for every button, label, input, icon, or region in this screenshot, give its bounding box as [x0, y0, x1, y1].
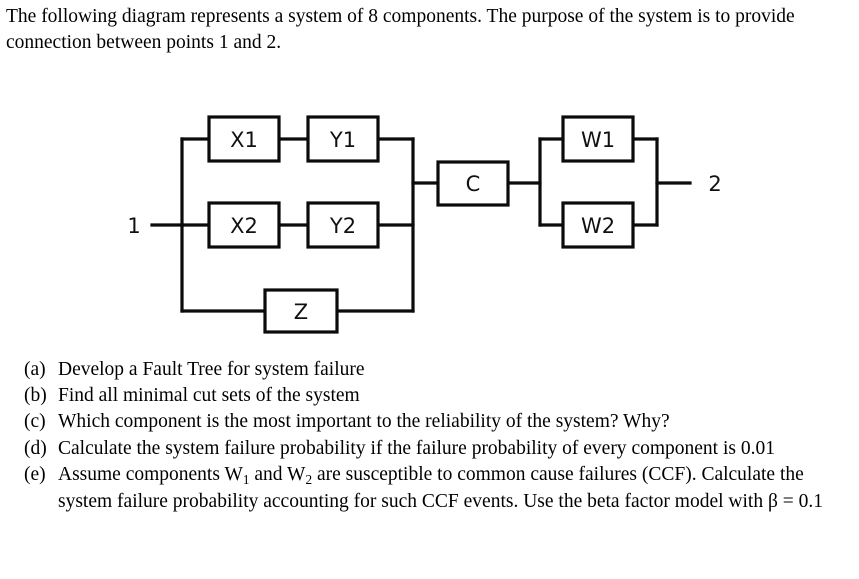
block-w1: W1: [561, 115, 635, 163]
block-c: C: [436, 160, 510, 207]
question-text-b: Find all minimal cut sets of the system: [58, 385, 360, 407]
question-e-sub-2: 2: [305, 471, 313, 487]
block-x1: X1: [207, 115, 281, 163]
question-e-sub-1: 1: [242, 471, 250, 487]
question-e-line-3: beta factor model with β = 0.1: [587, 491, 824, 513]
question-text-e: Assume components W1 and W2 are suscepti…: [58, 462, 852, 515]
question-e-seg-1: Assume components W: [58, 463, 243, 485]
block-y2: Y2: [306, 201, 380, 249]
diagram-canvas: X1 Y1 X2 Y2 Z C W1 W2 1: [127, 115, 722, 334]
terminal-label-1: 1: [127, 214, 140, 238]
block-w2-label: W2: [581, 214, 615, 238]
block-y2-rect: [306, 201, 380, 249]
block-c-rect: [436, 160, 510, 207]
question-item-e: (e) Assume components W1 and W2 are susc…: [24, 462, 852, 515]
block-w2-rect: [561, 201, 635, 249]
block-y1: Y1: [306, 115, 380, 163]
question-text-d: Calculate the system failure probability…: [58, 436, 852, 462]
question-marker-d: (d): [24, 437, 47, 459]
question-d-line-2: component is 0.01: [631, 437, 775, 459]
question-e-seg-2: and W: [249, 463, 306, 485]
question-item-c: (c) Which component is the most importan…: [24, 409, 852, 435]
block-z: Z: [263, 288, 339, 334]
diagram-wires: [150, 137, 692, 313]
block-y1-rect: [306, 115, 380, 163]
block-c-label: C: [466, 172, 481, 196]
question-marker-c: (c): [24, 411, 46, 433]
block-x2-label: X2: [230, 214, 258, 238]
question-list: (a) Develop a Fault Tree for system fail…: [24, 357, 852, 515]
question-marker-e: (e): [24, 463, 46, 485]
block-w1-rect: [561, 115, 635, 163]
block-y2-label: Y2: [329, 214, 356, 238]
question-text-a: Develop a Fault Tree for system failure: [58, 359, 365, 380]
question-marker-a: (a): [24, 359, 46, 380]
block-z-label: Z: [294, 300, 308, 324]
question-marker-b: (b): [24, 385, 47, 407]
block-z-rect: [263, 288, 339, 334]
terminal-label-2: 2: [708, 172, 721, 196]
block-w2: W2: [561, 201, 635, 249]
question-item-a: (a) Develop a Fault Tree for system fail…: [24, 357, 852, 383]
reliability-block-diagram: X1 Y1 X2 Y2 Z C W1 W2 1: [0, 95, 859, 350]
question-item-b: (b) Find all minimal cut sets of the sys…: [24, 383, 852, 409]
question-d-line-1: Calculate the system failure probability…: [58, 437, 627, 459]
question-e-line-2: Calculate the system failure probability…: [58, 463, 804, 513]
block-x1-label: X1: [230, 128, 258, 152]
question-text-c: Which component is the most important to…: [58, 411, 670, 433]
block-x2: X2: [207, 201, 281, 249]
block-w1-label: W1: [581, 128, 615, 152]
block-x1-rect: [207, 115, 281, 163]
question-e-seg-3: are susceptible to common cause failures…: [312, 463, 697, 485]
intro-paragraph: The following diagram represents a syste…: [6, 6, 795, 53]
question-item-d: (d) Calculate the system failure probabi…: [24, 436, 852, 462]
block-y1-label: Y1: [329, 128, 356, 152]
block-x2-rect: [207, 201, 281, 249]
